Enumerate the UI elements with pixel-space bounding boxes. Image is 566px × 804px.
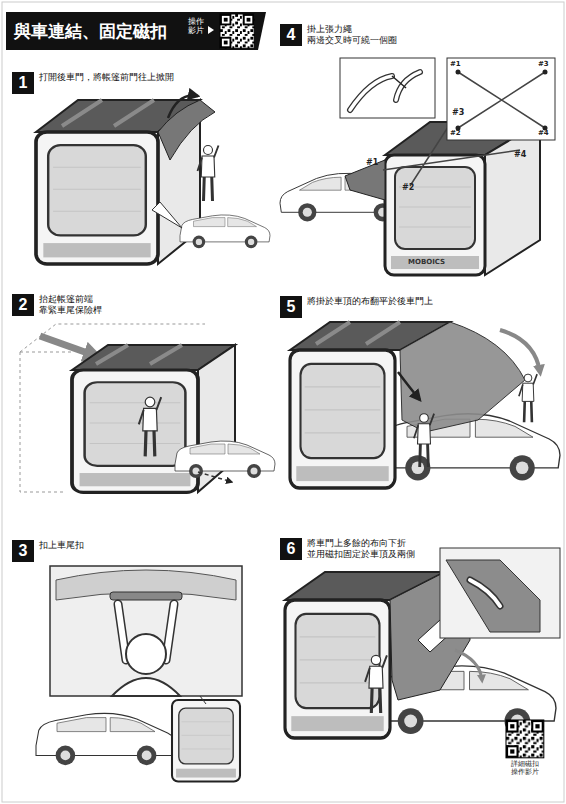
step2-illustration-part: [139, 397, 161, 456]
step-box: 5將掛於車頂的布翻平於後車門上: [280, 296, 302, 318]
step1-illustration: [36, 95, 270, 264]
step2-illustration-part: [198, 472, 232, 482]
step4-illustration-part: [485, 122, 540, 275]
callout-number: #4: [514, 150, 526, 159]
step6-illustration-part: [365, 655, 387, 713]
callout-number: #2: [402, 183, 414, 192]
step4-illustration-part: [340, 58, 435, 118]
step3-illustration: [36, 566, 242, 782]
video-label: 詳細磁扣 操作影片: [498, 760, 552, 776]
callout-number: #3: [452, 108, 464, 117]
step2-illustration: [20, 324, 275, 492]
step-number: 1: [12, 72, 34, 94]
step3-illustration-part: [200, 696, 206, 704]
title-band: [6, 12, 266, 50]
step3-illustration-part: [36, 713, 176, 765]
step3-illustration-part: [110, 592, 182, 600]
step-box: 4掛上張力繩 兩邊交叉時可繞一個圈: [280, 24, 302, 46]
step1-illustration-part: [180, 215, 270, 248]
step4-illustration-part: [345, 160, 385, 200]
step3-illustration-part: [112, 678, 180, 696]
step2-illustration-part: [40, 336, 96, 356]
callout-number: #1: [450, 60, 461, 68]
step5-illustration-part: [316, 322, 400, 344]
step4-illustration-part: [456, 70, 461, 75]
step4-illustration: [280, 58, 555, 275]
step6-illustration-part: [506, 720, 544, 758]
callout-number: #3: [538, 60, 549, 68]
step5-illustration-part: [380, 414, 560, 481]
step6-illustration: [285, 548, 560, 758]
step6-illustration-part: [285, 600, 390, 738]
title-band-part: [208, 26, 214, 34]
title-band-part: [6, 12, 266, 50]
step4-illustration-part: [392, 76, 406, 88]
step-caption: 將掛於車頂的布翻平於後車門上: [307, 296, 547, 307]
title-band-part: [220, 14, 254, 48]
step-number: 2: [12, 294, 34, 316]
step2-illustration-part: [175, 441, 275, 478]
step5-illustration-part: [398, 372, 420, 400]
step4-illustration-part: [385, 155, 485, 275]
step1-illustration-part: [36, 132, 158, 264]
title-text: 與車連結、固定磁扣: [14, 20, 167, 43]
step5-illustration-part: [500, 330, 540, 372]
video-label: 操作 影片: [188, 17, 206, 35]
step3-illustration-part: [50, 566, 242, 696]
step5-illustration-part: [400, 322, 525, 432]
step2-illustration-part: [72, 370, 198, 492]
brand-text: MOBOICS: [408, 258, 445, 266]
step-caption: 將車門上多餘的布向下折 並用磁扣固定於車頂及兩側: [307, 538, 425, 560]
step6-illustration-part: [446, 560, 540, 632]
step1-illustration-part: [62, 100, 154, 126]
step-number: 4: [280, 24, 302, 46]
step6-illustration-part: [455, 650, 482, 680]
step1-illustration-part: [168, 95, 198, 118]
step3-illustration-part: [126, 634, 166, 674]
step6-illustration-part: [470, 580, 500, 606]
callout-number: #1: [366, 158, 378, 167]
step-box: 3扣上車尾扣: [12, 540, 34, 562]
step5-illustration: [290, 322, 560, 488]
step-caption: 抬起帳篷前端 靠緊車尾保險桿: [39, 294, 119, 316]
step-box: 1打開後車門，將帳篷前門往上掀開: [12, 72, 34, 94]
step-caption: 打開後車門，將帳篷前門往上掀開: [39, 72, 279, 83]
step4-illustration-part: [447, 58, 555, 140]
step5-illustration-part: [414, 414, 434, 467]
step-box: 6將車門上多餘的布向下折 並用磁扣固定於車頂及兩側: [280, 538, 302, 560]
step4-illustration-part: [543, 70, 548, 75]
step-number: 6: [280, 538, 302, 560]
step6-illustration-part: [440, 548, 560, 638]
callout-number: #4: [538, 129, 549, 137]
step6-illustration-part: [470, 580, 500, 606]
step5-illustration-part: [519, 374, 537, 422]
step1-illustration-part: [152, 202, 182, 228]
step2-illustration-part: [96, 345, 182, 364]
step-number: 3: [12, 540, 34, 562]
step4-illustration-part: [350, 72, 420, 110]
step3-illustration-part: [172, 700, 240, 782]
step4-illustration-part: [458, 72, 545, 128]
step-box: 2抬起帳篷前端 靠緊車尾保險桿: [12, 294, 34, 316]
step3-illustration-part: [56, 570, 236, 600]
step1-illustration-part: [198, 146, 219, 202]
step-caption: 扣上車尾扣: [39, 540, 239, 551]
step-caption: 掛上張力繩 兩邊交叉時可繞一個圈: [307, 24, 402, 46]
callout-number: #2: [450, 129, 461, 137]
step4-illustration-part: [350, 72, 420, 110]
step-number: 5: [280, 296, 302, 318]
step5-illustration-part: [290, 350, 395, 488]
